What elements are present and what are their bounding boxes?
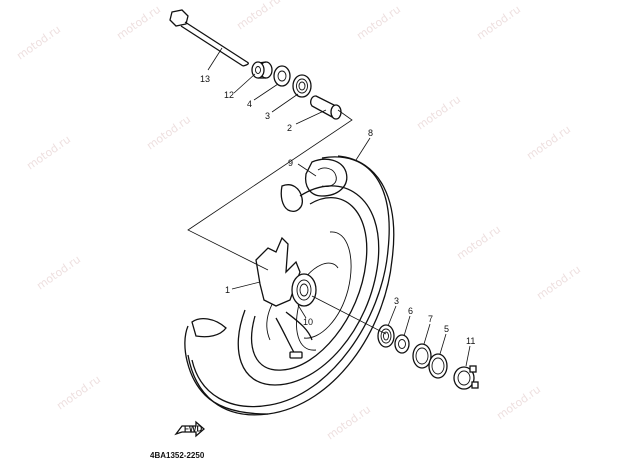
callout-3-bottom: 3: [394, 296, 399, 306]
tire-part: [184, 155, 395, 416]
watermark-text: motod.ru: [234, 0, 283, 32]
watermark-text: motod.ru: [354, 3, 403, 43]
watermark-text: motod.ru: [534, 263, 583, 303]
bearing-bottom-part: [377, 324, 395, 348]
gear-part: [453, 365, 479, 390]
oil-seal-top-part: [273, 65, 291, 87]
callout-11: 11: [466, 336, 475, 346]
watermark-text: motod.ru: [24, 133, 73, 173]
watermark-text: motod.ru: [324, 403, 373, 443]
callout-1: 1: [225, 285, 230, 295]
watermark-text: motod.ru: [34, 253, 83, 293]
callout-labels: 13 12 4 3 2 8 9 1 10 3 6 7 5 11: [200, 74, 475, 346]
callout-4: 4: [247, 99, 252, 109]
callout-10: 10: [303, 317, 313, 327]
callout-13: 13: [200, 74, 210, 84]
watermark-text: motod.ru: [14, 23, 63, 63]
part-code: 4BA1352-2250: [150, 451, 205, 460]
oil-seal-bottom-part: [428, 353, 448, 379]
callout-8: 8: [368, 128, 373, 138]
callout-3-top: 3: [265, 111, 270, 121]
callout-6: 6: [408, 306, 413, 316]
wheel-part: [237, 185, 380, 386]
watermark-text: motod.ru: [114, 3, 163, 43]
watermark-text: motod.ru: [54, 373, 103, 413]
watermark-text: motod.ru: [144, 113, 193, 153]
callout-2: 2: [287, 123, 292, 133]
callout-5: 5: [444, 324, 449, 334]
assembly-lines: [187, 109, 387, 335]
watermark-text: motod.ru: [474, 3, 523, 43]
watermark-layer: motod.ru motod.ru motod.ru motod.ru moto…: [14, 0, 583, 442]
watermark-text: motod.ru: [524, 123, 573, 163]
watermark-text: motod.ru: [414, 93, 463, 133]
axle-part: [169, 9, 249, 67]
ring-part: [412, 343, 432, 369]
arrow-label: FWD: [184, 425, 202, 434]
callout-7: 7: [428, 314, 433, 324]
spacer-bottom-part: [394, 334, 410, 354]
forward-arrow-icon: FWD: [174, 420, 205, 438]
bearing-top-part: [292, 74, 312, 98]
leader-lines: [207, 47, 471, 367]
spacer-top-part: [310, 95, 342, 120]
callout-12: 12: [224, 90, 234, 100]
collar-part: [251, 61, 273, 79]
callout-9: 9: [288, 158, 293, 168]
watermark-text: motod.ru: [494, 383, 543, 423]
watermark-text: motod.ru: [454, 223, 503, 263]
